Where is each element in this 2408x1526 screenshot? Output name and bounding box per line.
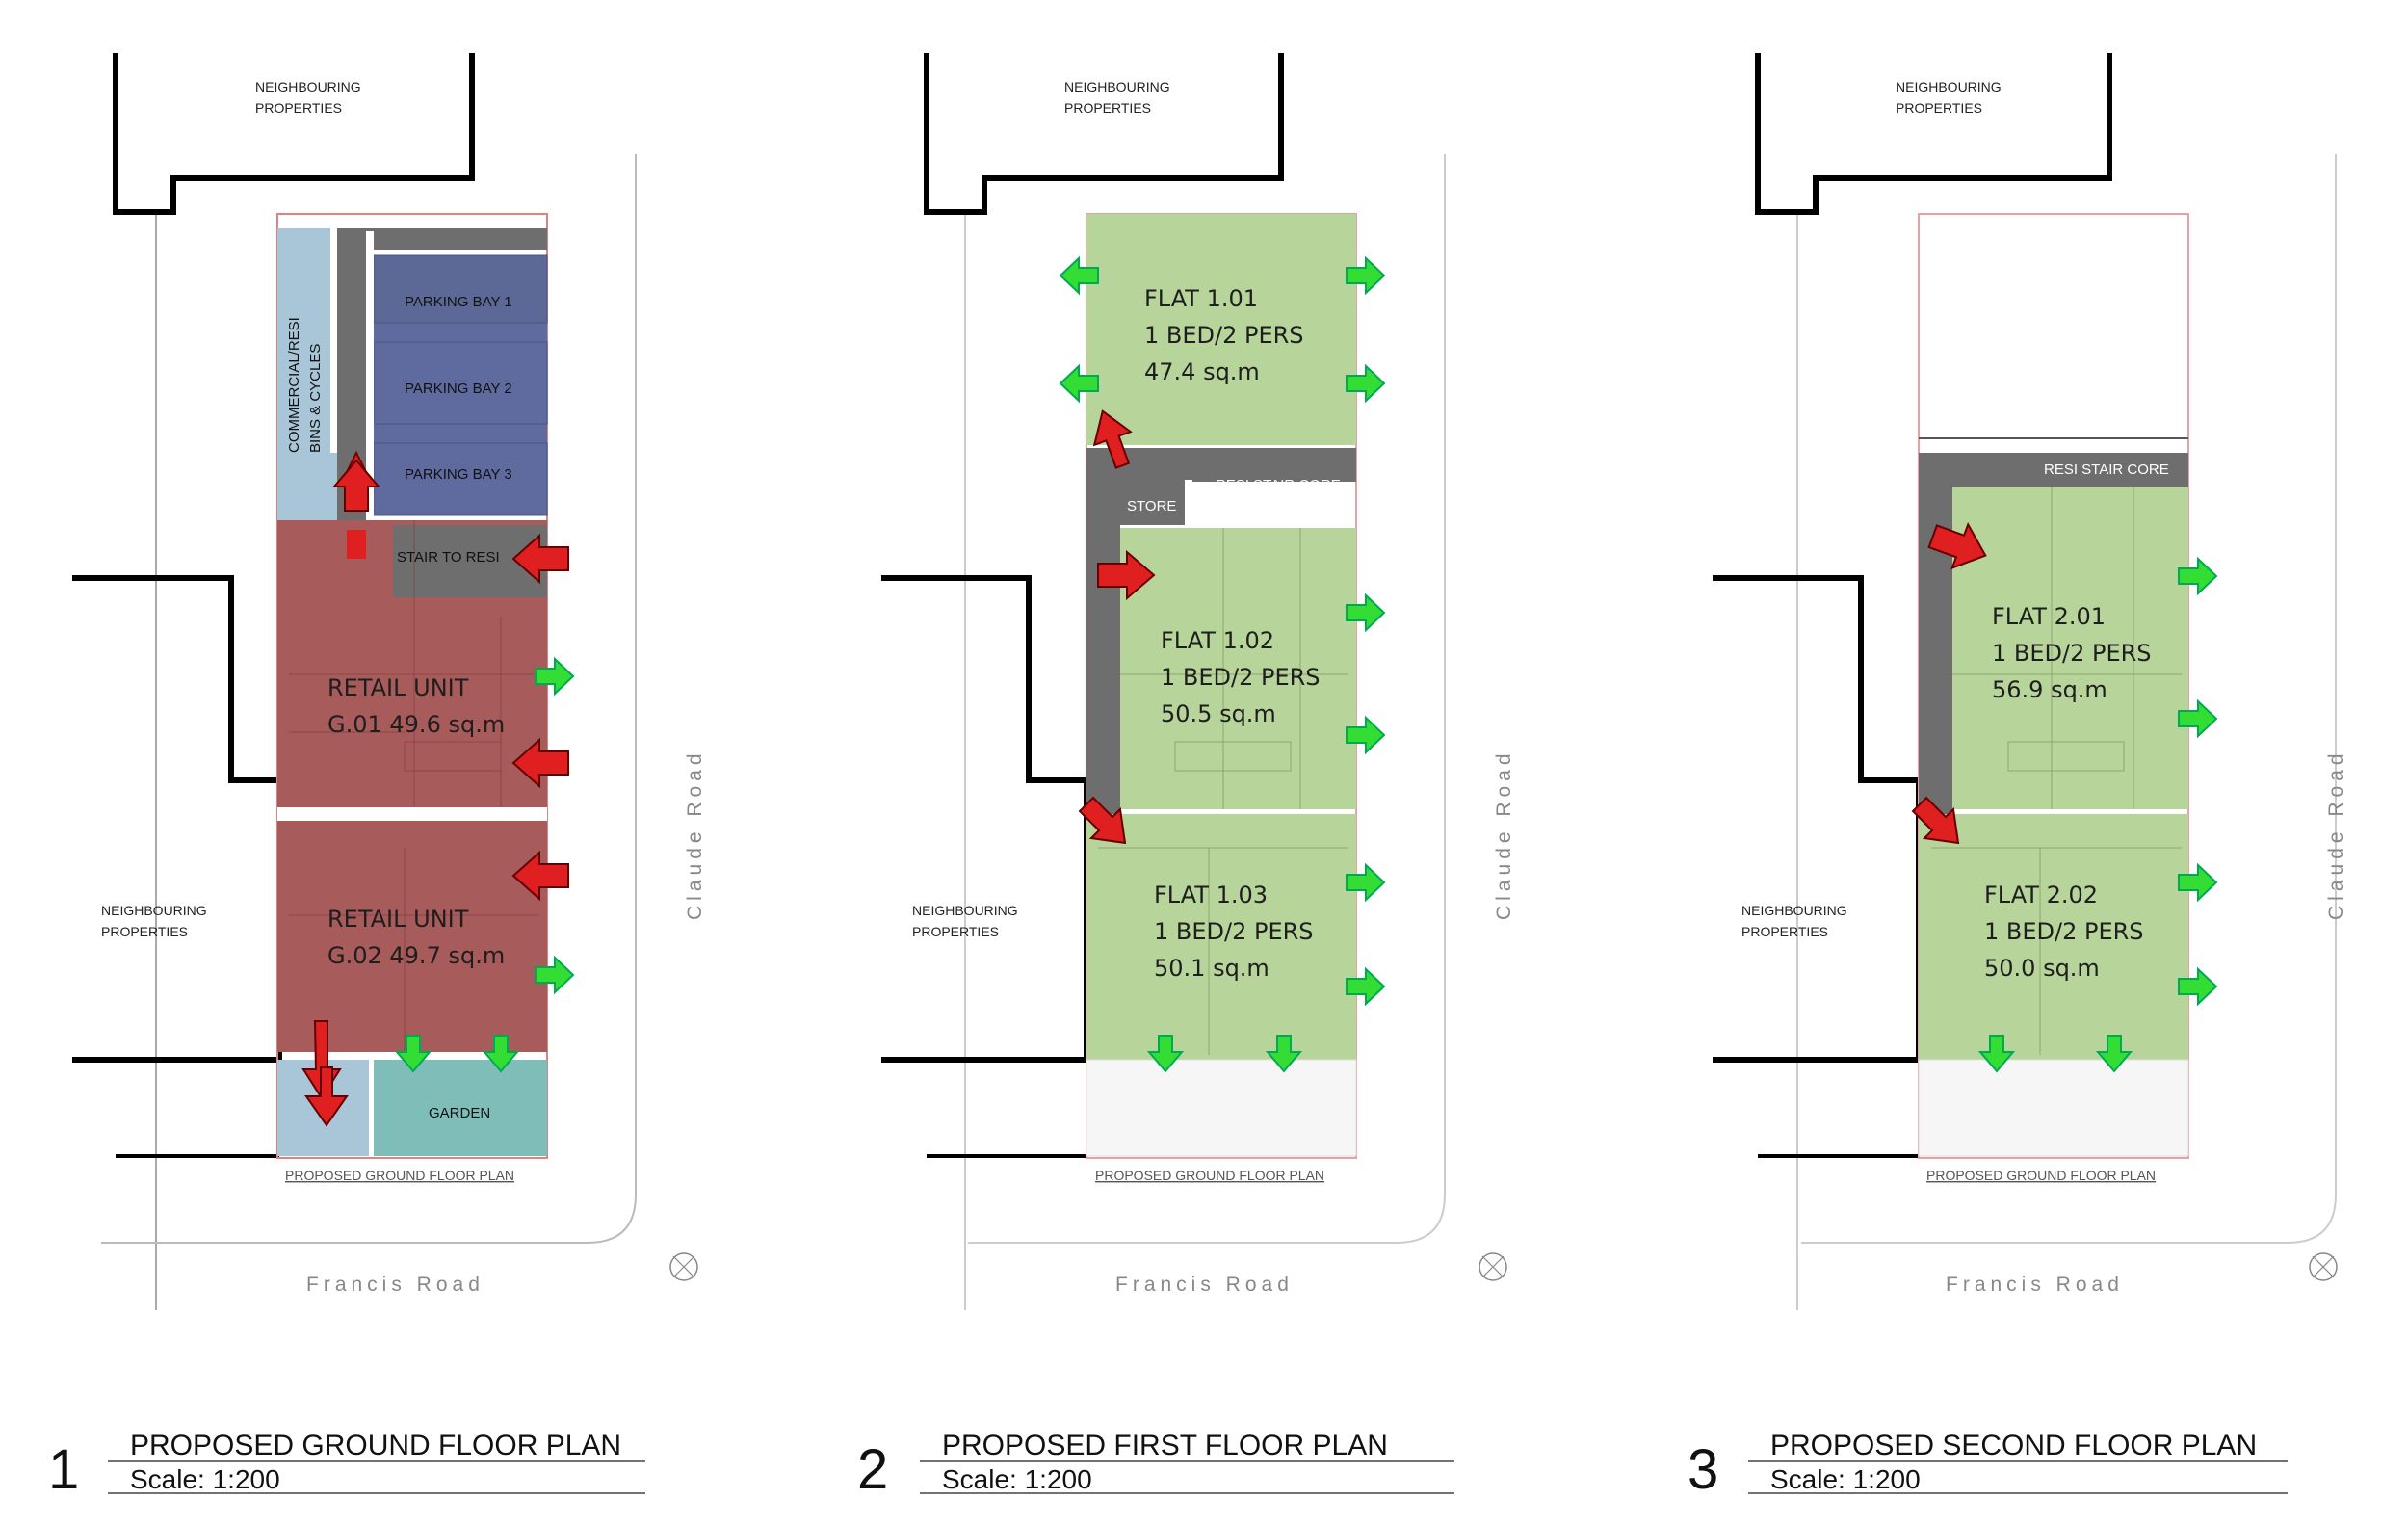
neighbour-side-label-line2: PROPERTIES xyxy=(912,924,999,939)
flat-2-01-line3: 56.9 sq.m xyxy=(1992,676,2107,703)
unit-g02-line1: RETAIL UNIT xyxy=(327,906,469,933)
neighbour-building-top xyxy=(113,53,475,215)
north-symbol xyxy=(1479,1252,1507,1281)
north-symbol xyxy=(669,1252,698,1281)
road-side-label: Claude Road xyxy=(684,749,706,920)
neighbour-building-top xyxy=(1755,53,2112,215)
entrance-arrows xyxy=(1911,522,1987,845)
flat-1-03 xyxy=(1086,814,1356,1060)
flat-1-03-line1: FLAT 1.03 xyxy=(1154,881,1268,908)
flat-2-01-line1: FLAT 2.01 xyxy=(1992,603,2106,630)
flat-1-03-line2: 1 BED/2 PERS xyxy=(1154,918,1314,945)
panel-scale: Scale: 1:200 xyxy=(942,1464,1092,1494)
resi-stair-core xyxy=(1086,448,1356,482)
store xyxy=(1117,482,1185,525)
panel-number: 1 xyxy=(48,1438,79,1501)
neighbour-top-label-line2: PROPERTIES xyxy=(255,100,342,116)
flat-1-01 xyxy=(1086,214,1356,445)
retail-unit-g02 xyxy=(277,821,547,1052)
panel-title: PROPOSED GROUND FLOOR PLAN xyxy=(130,1430,621,1461)
resi-stair-core xyxy=(1919,453,2188,487)
unit-g01-line2: G.01 49.6 sq.m xyxy=(327,711,505,738)
plan-caption: PROPOSED GROUND FLOOR PLAN xyxy=(1095,1168,1324,1183)
flat-1-01-line2: 1 BED/2 PERS xyxy=(1144,322,1304,349)
panel-scale: Scale: 1:200 xyxy=(1770,1464,1921,1494)
resi-stair-core-label: RESI STAIR CORE xyxy=(2044,461,2169,478)
panel-number: 3 xyxy=(1688,1438,1718,1501)
flat-1-01-line3: 47.4 sq.m xyxy=(1144,358,1260,385)
neighbour-top-label-line1: NEIGHBOURING xyxy=(1896,79,2002,94)
garden-label: GARDEN xyxy=(429,1105,490,1121)
neighbour-side-label-line1: NEIGHBOURING xyxy=(912,903,1018,918)
flat-2-02 xyxy=(1919,814,2188,1060)
garden xyxy=(374,1060,547,1156)
flat-2-02-line2: 1 BED/2 PERS xyxy=(1984,918,2144,945)
bins-label-line2: BINS & CYCLES xyxy=(307,344,324,453)
plan-caption: PROPOSED GROUND FLOOR PLAN xyxy=(285,1168,514,1183)
unit-g02-line2: G.02 49.7 sq.m xyxy=(327,942,505,969)
panel-title: PROPOSED SECOND FLOOR PLAN xyxy=(1770,1430,2257,1461)
neighbour-side-label-line1: NEIGHBOURING xyxy=(1741,903,1847,918)
parking-bay-2-label: PARKING BAY 2 xyxy=(405,381,512,397)
aspect-arrows xyxy=(1977,556,2218,1073)
neighbour-building-side xyxy=(881,575,1089,1063)
flat-2-01 xyxy=(1952,487,2188,809)
parking-bay-3-label: PARKING BAY 3 xyxy=(405,466,512,483)
parking-bay-3 xyxy=(373,442,548,516)
store-label: STORE xyxy=(1127,498,1176,514)
flat-2-01-line2: 1 BED/2 PERS xyxy=(1992,640,2152,667)
flat-1-02-line2: 1 BED/2 PERS xyxy=(1161,664,1321,691)
resi-stair-core-label: RESI STAIR CORE xyxy=(1216,477,1341,493)
panel-number: 2 xyxy=(857,1438,888,1501)
neighbour-side-label-line1: NEIGHBOURING xyxy=(101,903,207,918)
north-symbol xyxy=(2309,1252,2338,1281)
panel-first-floor: NEIGHBOURING PROPERTIES NEIGHBOURING PRO… xyxy=(857,53,1515,1501)
panel-ground-floor: NEIGHBOURING PROPERTIES NEIGHBOURING PRO… xyxy=(48,53,706,1501)
stair-to-resi-label: STAIR TO RESI xyxy=(397,549,500,566)
bins-label-line1: COMMERCIAL/RESI xyxy=(286,317,302,453)
road-bottom-label: Francis Road xyxy=(1946,1274,2124,1296)
flat-1-02-line3: 50.5 sq.m xyxy=(1161,700,1276,727)
neighbour-top-label-line2: PROPERTIES xyxy=(1064,100,1151,116)
entrance-arrows xyxy=(1078,409,1156,845)
neighbour-side-label-line2: PROPERTIES xyxy=(1741,924,1828,939)
road-bottom-label: Francis Road xyxy=(1115,1274,1294,1296)
neighbour-building-top xyxy=(924,53,1284,215)
parking-bay-2 xyxy=(373,341,548,425)
flat-2-02-line3: 50.0 sq.m xyxy=(1984,955,2100,982)
unit-g01-line1: RETAIL UNIT xyxy=(327,674,469,701)
neighbour-building-side xyxy=(72,575,282,1063)
flat-1-03-line3: 50.1 sq.m xyxy=(1154,955,1269,982)
parking-bay-1-label: PARKING BAY 1 xyxy=(405,294,512,310)
flat-1-02 xyxy=(1120,528,1356,809)
entrance-arrows xyxy=(301,450,569,1127)
neighbour-top-label-line2: PROPERTIES xyxy=(1896,100,1982,116)
panel-second-floor: NEIGHBOURING PROPERTIES NEIGHBOURING PRO… xyxy=(1688,53,2347,1501)
flat-1-01-line1: FLAT 1.01 xyxy=(1144,285,1258,312)
neighbour-top-label-line1: NEIGHBOURING xyxy=(1064,79,1170,94)
panel-title: PROPOSED FIRST FLOOR PLAN xyxy=(942,1430,1388,1461)
aspect-arrows xyxy=(1059,255,1386,1073)
flat-2-02-line1: FLAT 2.02 xyxy=(1984,881,2098,908)
flat-1-02-line1: FLAT 1.02 xyxy=(1161,627,1274,654)
plan-caption: PROPOSED GROUND FLOOR PLAN xyxy=(1926,1168,2156,1183)
parking-bay-1 xyxy=(373,254,548,324)
aspect-arrows xyxy=(394,656,575,1073)
neighbour-side-label-line2: PROPERTIES xyxy=(101,924,188,939)
road-side-label: Claude Road xyxy=(2325,749,2347,920)
panel-scale: Scale: 1:200 xyxy=(130,1464,280,1494)
neighbour-top-label-line1: NEIGHBOURING xyxy=(255,79,361,94)
road-bottom-label: Francis Road xyxy=(306,1274,484,1296)
road-side-label: Claude Road xyxy=(1493,749,1515,920)
neighbour-building-side xyxy=(1713,575,1922,1063)
